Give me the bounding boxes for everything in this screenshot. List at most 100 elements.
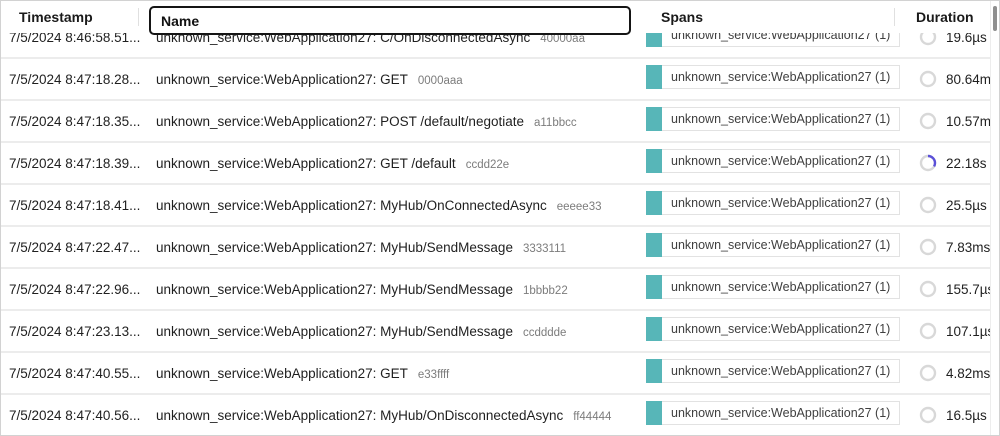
span-badge: unknown_service:WebApplication27 (1) xyxy=(646,316,901,341)
duration-ring-icon xyxy=(919,70,937,88)
resource-color-swatch-icon xyxy=(646,316,662,341)
trace-name: unknown_service:WebApplication27: MyHub/… xyxy=(156,407,564,423)
column-divider xyxy=(138,8,139,26)
spans-cell: unknown_service:WebApplication27 (1) xyxy=(641,274,906,304)
table-row[interactable]: 7/5/2024 8:47:18.39... unknown_service:W… xyxy=(1,143,990,185)
resource-color-swatch-icon xyxy=(646,274,662,299)
trace-id: ccdddde xyxy=(522,326,567,339)
spans-cell: unknown_service:WebApplication27 (1) xyxy=(641,106,906,136)
span-badge: unknown_service:WebApplication27 (1) xyxy=(646,400,901,425)
duration-cell: 107.1µs xyxy=(906,322,990,340)
column-header-timestamp: Timestamp xyxy=(19,9,93,25)
trace-name-cell: unknown_service:WebApplication27: MyHub/… xyxy=(146,408,641,423)
trace-id: ccdd22e xyxy=(465,158,510,171)
duration-value: 7.83ms xyxy=(946,239,990,255)
span-badge: unknown_service:WebApplication27 (1) xyxy=(646,232,901,257)
table-row[interactable]: 7/5/2024 8:47:22.47... unknown_service:W… xyxy=(1,227,990,269)
duration-ring-icon xyxy=(919,322,937,340)
span-badge-label: unknown_service:WebApplication27 (1) xyxy=(662,232,901,257)
trace-name: unknown_service:WebApplication27: POST /… xyxy=(156,113,524,129)
table-row[interactable]: 7/5/2024 8:47:40.56... unknown_service:W… xyxy=(1,395,990,435)
trace-timestamp: 7/5/2024 8:47:22.47... xyxy=(9,239,141,255)
span-badge: unknown_service:WebApplication27 (1) xyxy=(646,358,901,383)
resource-color-swatch-icon xyxy=(646,106,662,131)
table-row[interactable]: 7/5/2024 8:47:18.28... unknown_service:W… xyxy=(1,59,990,101)
trace-name: unknown_service:WebApplication27: GET xyxy=(156,71,408,87)
trace-timestamp: 7/5/2024 8:47:18.41... xyxy=(9,197,141,213)
duration-cell: 80.64ms xyxy=(906,70,990,88)
trace-name-cell: unknown_service:WebApplication27: MyHub/… xyxy=(146,324,641,339)
trace-name-cell: unknown_service:WebApplication27: MyHub/… xyxy=(146,282,641,297)
column-divider xyxy=(894,8,895,26)
name-column-filter-input[interactable]: Name xyxy=(149,6,631,35)
table-row[interactable]: 7/5/2024 8:47:18.41... unknown_service:W… xyxy=(1,185,990,227)
trace-timestamp: 7/5/2024 8:47:40.56... xyxy=(9,407,141,423)
duration-cell: 155.7µs xyxy=(906,280,990,298)
trace-name: unknown_service:WebApplication27: MyHub/… xyxy=(156,239,513,255)
trace-id: 1bbbb22 xyxy=(522,284,568,297)
table-header: Timestamp Name Spans Duration xyxy=(1,1,999,35)
span-badge: unknown_service:WebApplication27 (1) xyxy=(646,148,901,173)
name-column-label: Name xyxy=(161,12,200,29)
scrollbar-thumb[interactable] xyxy=(993,6,997,31)
duration-value: 22.18s xyxy=(946,155,987,171)
resource-color-swatch-icon xyxy=(646,64,662,89)
trace-name-cell: unknown_service:WebApplication27: GET /d… xyxy=(146,156,641,171)
trace-timestamp: 7/5/2024 8:47:23.13... xyxy=(9,323,141,339)
span-badge: unknown_service:WebApplication27 (1) xyxy=(646,190,901,215)
table-row[interactable]: 7/5/2024 8:47:23.13... unknown_service:W… xyxy=(1,311,990,353)
trace-name-cell: unknown_service:WebApplication27: POST /… xyxy=(146,114,641,129)
resource-color-swatch-icon xyxy=(646,190,662,215)
duration-cell: 25.5µs xyxy=(906,196,990,214)
span-badge-label: unknown_service:WebApplication27 (1) xyxy=(662,148,901,173)
spans-cell: unknown_service:WebApplication27 (1) xyxy=(641,190,906,220)
span-badge-label: unknown_service:WebApplication27 (1) xyxy=(662,274,901,299)
duration-value: 80.64ms xyxy=(946,71,990,87)
resource-color-swatch-icon xyxy=(646,232,662,257)
span-badge-label: unknown_service:WebApplication27 (1) xyxy=(662,400,901,425)
span-badge-label: unknown_service:WebApplication27 (1) xyxy=(662,190,901,215)
column-header-duration: Duration xyxy=(916,9,974,25)
trace-name: unknown_service:WebApplication27: GET xyxy=(156,365,408,381)
span-badge-label: unknown_service:WebApplication27 (1) xyxy=(662,106,901,131)
trace-id: e33ffff xyxy=(417,368,450,381)
spans-cell: unknown_service:WebApplication27 (1) xyxy=(641,316,906,346)
table-row[interactable]: 7/5/2024 8:47:18.35... unknown_service:W… xyxy=(1,101,990,143)
span-badge-label: unknown_service:WebApplication27 (1) xyxy=(662,316,901,341)
duration-cell: 16.5µs xyxy=(906,406,990,424)
spans-cell: unknown_service:WebApplication27 (1) xyxy=(641,64,906,94)
duration-ring-icon xyxy=(919,406,937,424)
spans-cell: unknown_service:WebApplication27 (1) xyxy=(641,232,906,262)
trace-name-cell: unknown_service:WebApplication27: GET e3… xyxy=(146,366,641,381)
trace-name-cell: unknown_service:WebApplication27: GET 00… xyxy=(146,72,641,87)
spans-cell: unknown_service:WebApplication27 (1) xyxy=(641,358,906,388)
trace-id: 3333111 xyxy=(522,242,567,255)
table-row[interactable]: 7/5/2024 8:47:40.55... unknown_service:W… xyxy=(1,353,990,395)
trace-id: eeeee33 xyxy=(556,200,602,213)
duration-ring-icon xyxy=(919,280,937,298)
trace-timestamp: 7/5/2024 8:47:22.96... xyxy=(9,281,141,297)
duration-value: 10.57ms xyxy=(946,113,990,129)
duration-ring-icon xyxy=(919,112,937,130)
duration-ring-icon xyxy=(919,364,937,382)
trace-id: 0000aaa xyxy=(417,74,463,87)
spans-cell: unknown_service:WebApplication27 (1) xyxy=(641,148,906,178)
trace-timestamp: 7/5/2024 8:47:40.55... xyxy=(9,365,141,381)
duration-cell: 22.18s xyxy=(906,154,990,172)
duration-value: 107.1µs xyxy=(946,323,990,339)
span-badge: unknown_service:WebApplication27 (1) xyxy=(646,106,901,131)
trace-id: a11bbcc xyxy=(533,116,577,129)
trace-timestamp: 7/5/2024 8:47:18.28... xyxy=(9,71,141,87)
duration-value: 16.5µs xyxy=(946,407,987,423)
trace-id: ff44444 xyxy=(573,410,612,423)
duration-value: 25.5µs xyxy=(946,197,987,213)
span-badge-label: unknown_service:WebApplication27 (1) xyxy=(662,358,901,383)
resource-color-swatch-icon xyxy=(646,358,662,383)
duration-value: 155.7µs xyxy=(946,281,990,297)
duration-cell: 7.83ms xyxy=(906,238,990,256)
duration-ring-icon xyxy=(919,196,937,214)
table-row[interactable]: 7/5/2024 8:47:22.96... unknown_service:W… xyxy=(1,269,990,311)
trace-rows: 7/5/2024 8:46:58.51... unknown_service:W… xyxy=(1,17,990,435)
scrollbar-track[interactable] xyxy=(990,1,999,435)
span-badge: unknown_service:WebApplication27 (1) xyxy=(646,64,901,89)
